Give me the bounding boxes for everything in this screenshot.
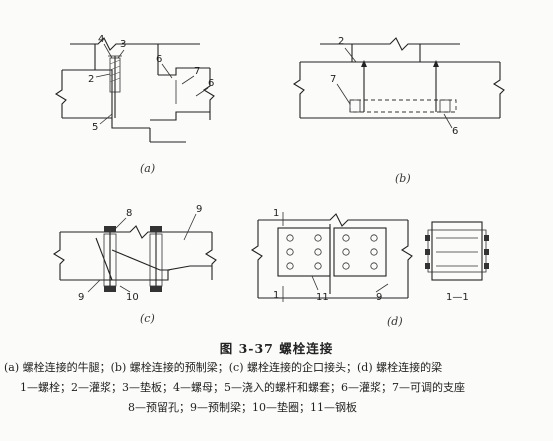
nut-c1-top <box>104 226 116 232</box>
leader-10-c <box>119 285 131 293</box>
leader-5 <box>99 113 113 125</box>
beam-left <box>62 69 113 119</box>
leader-6-b <box>443 113 453 129</box>
beam-left-break <box>54 70 67 118</box>
callout-a-7: 7 <box>194 66 200 77</box>
left-break-c <box>52 232 65 280</box>
figure-drawing: 4 3 2 5 6 7 6 (a) 2 7 6 (b) <box>52 34 505 328</box>
leader-6b <box>195 87 209 97</box>
panel-d-label: (d) <box>387 315 403 328</box>
figure-caption: 图 3-37 螺栓连接 (a) 螺栓连接的牛腿；(b) 螺栓连接的预制梁；(c)… <box>0 340 553 418</box>
leader-7a <box>181 75 195 85</box>
leader-4 <box>103 43 113 59</box>
leader-3 <box>117 49 125 59</box>
leader-2 <box>95 73 111 78</box>
callout-a-3: 3 <box>120 39 126 50</box>
steel-plate-right <box>333 227 387 277</box>
callout-c-10: 10 <box>126 292 139 303</box>
panel-c-label: (c) <box>140 312 155 325</box>
caption-line-1: (a) 螺栓连接的牛腿；(b) 螺栓连接的预制梁；(c) 螺栓连接的企口接头；(… <box>4 361 443 374</box>
callout-b-7: 7 <box>330 74 336 85</box>
leader-11-d <box>311 275 319 291</box>
caption-line-2: 1—螺栓；2—灌浆；3—垫板；4—螺母；5—浇入的螺杆和螺套；6—灌浆；7—可调… <box>20 381 465 394</box>
callout-a-4: 4 <box>98 34 104 45</box>
right-break-d <box>400 220 413 298</box>
nut-c1-bottom <box>104 286 116 292</box>
section-1-1-beam <box>431 221 483 281</box>
caption-line-3: 8—预留孔；9—预制梁；10—垫圈；11—钢板 <box>128 401 357 414</box>
bottom-line-c <box>60 265 212 281</box>
section-nuts <box>425 235 489 269</box>
top-line-d <box>258 213 408 227</box>
break-line-top-b <box>320 37 460 51</box>
column-base <box>111 118 150 129</box>
beam-right-break-b <box>492 62 505 118</box>
callout-c-9-bottom: 9 <box>78 292 84 303</box>
leader-9-c-top <box>183 213 197 241</box>
beam-right-top <box>158 67 210 76</box>
callout-a-5: 5 <box>92 122 98 133</box>
leader-7-b <box>336 83 351 105</box>
bolt-holes-d <box>286 234 378 270</box>
callout-a-6-top: 6 <box>156 54 162 65</box>
callout-d-1-top: 1 <box>273 208 279 219</box>
left-break-d <box>250 220 263 298</box>
callout-a-6-right: 6 <box>208 78 214 89</box>
callout-d-9: 9 <box>376 292 382 303</box>
callout-a-2: 2 <box>88 74 94 85</box>
leader-8-c <box>111 217 127 233</box>
panel-a: 4 3 2 5 6 7 6 (a) <box>54 34 215 175</box>
panel-c: 8 9 9 10 (c) <box>52 204 217 325</box>
support-left-b <box>349 99 361 113</box>
grout-hatch <box>109 59 121 83</box>
panel-b-label: (b) <box>395 172 411 185</box>
callout-d-11: 11 <box>316 292 329 303</box>
callout-c-8: 8 <box>126 208 132 219</box>
arrow-right-b <box>433 60 439 67</box>
nut-c2-bottom <box>150 286 162 292</box>
leader-2-b <box>344 47 357 63</box>
callout-b-2: 2 <box>338 36 344 47</box>
beam-right-bottom <box>150 111 210 121</box>
nut-c2-top <box>150 226 162 232</box>
panel-d: 1 1 11 9 (d) 1—1 <box>250 208 489 328</box>
support-right-b <box>439 99 451 113</box>
leader-9-d <box>375 283 389 293</box>
panel-b: 2 7 6 (b) <box>292 36 505 185</box>
callout-d-1-bottom: 1 <box>273 290 279 301</box>
beam-left-break-b <box>292 62 305 118</box>
steel-plate-left <box>277 227 331 277</box>
break-line-top <box>70 37 200 51</box>
seat-dashed <box>349 99 457 113</box>
leader-6a <box>161 63 173 79</box>
callout-b-6: 6 <box>452 126 458 137</box>
figure-title: 图 3-37 螺栓连接 <box>219 341 334 356</box>
callout-c-9-top: 9 <box>196 204 202 215</box>
leader-9-c-bottom <box>87 279 101 293</box>
beam-right-break <box>202 68 215 120</box>
arrow-left-b <box>361 60 367 67</box>
right-break-c <box>204 232 217 280</box>
section-1-1-label: 1—1 <box>446 292 469 303</box>
panel-a-label: (a) <box>140 162 155 175</box>
joint-slope-2 <box>111 249 170 271</box>
